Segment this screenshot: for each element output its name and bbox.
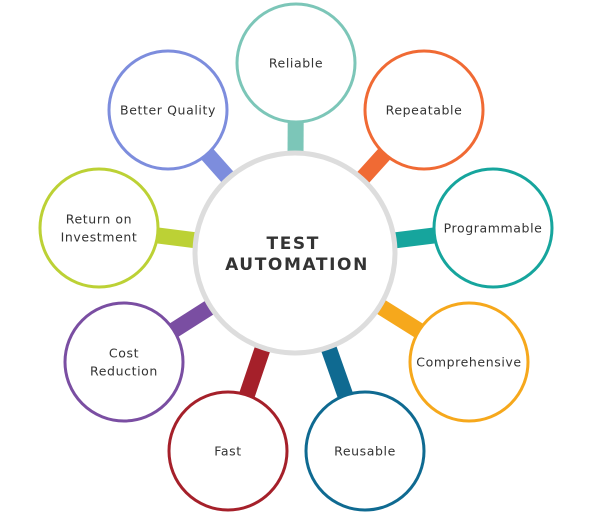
node-label-repeatable: Repeatable	[386, 103, 463, 118]
connector-cost-reduction	[166, 297, 219, 340]
connector-repeatable	[353, 145, 394, 188]
connector-return-on-investment	[152, 227, 201, 249]
node-circle-programmable	[432, 167, 554, 289]
connector-comprehensive	[372, 297, 427, 340]
node-label-line: Better Quality	[120, 103, 216, 118]
node-circle-cost-reduction	[63, 301, 185, 423]
node-label-fast: Fast	[214, 444, 242, 459]
node-label-comprehensive: Comprehensive	[416, 355, 521, 370]
node-programmable: Programmable	[432, 167, 554, 289]
node-label-line: Fast	[214, 444, 242, 459]
node-label-line: Reduction	[90, 364, 158, 379]
node-label-line: Repeatable	[386, 103, 463, 118]
center-circle	[192, 150, 398, 356]
connector-reusable	[319, 340, 355, 402]
node-return-on-investment: Return on Investment	[38, 167, 160, 289]
node-label-line: Investment	[61, 230, 138, 245]
node-label-programmable: Programmable	[444, 221, 543, 236]
node-reusable: Reusable	[304, 390, 426, 512]
benefit-nodes: ReliableRepeatableProgrammableComprehens…	[38, 2, 554, 512]
node-label-reusable: Reusable	[334, 444, 396, 459]
node-circle-reusable	[304, 390, 426, 512]
node-label-line: Comprehensive	[416, 355, 521, 370]
node-label-line: Cost	[109, 346, 139, 361]
center-title-line1: TEST	[267, 234, 320, 254]
center-title: TEST AUTOMATION	[225, 234, 369, 275]
node-label-line: Reusable	[334, 444, 396, 459]
node-comprehensive: Comprehensive	[408, 301, 530, 423]
center-hub: TEST AUTOMATION	[192, 150, 398, 356]
node-label-line: Programmable	[444, 221, 543, 236]
node-repeatable: Repeatable	[363, 49, 485, 171]
node-circle-return-on-investment	[38, 167, 160, 289]
connector-fast	[238, 341, 272, 402]
node-label-reliable: Reliable	[269, 56, 323, 71]
node-circle-fast	[167, 390, 289, 512]
connectors	[152, 117, 440, 402]
node-label-return-on-investment: Return on Investment	[61, 212, 138, 245]
node-circle-reliable	[235, 2, 357, 124]
center-title-line2: AUTOMATION	[225, 255, 369, 275]
node-reliable: Reliable	[235, 2, 357, 124]
node-better-quality: Better Quality	[107, 49, 229, 171]
connector-programmable	[389, 226, 440, 249]
node-fast: Fast	[167, 390, 289, 512]
node-circle-better-quality	[107, 49, 229, 171]
node-label-line: Return on	[66, 212, 132, 227]
node-label-line: Reliable	[269, 56, 323, 71]
node-circle-comprehensive	[408, 301, 530, 423]
node-circle-repeatable	[363, 49, 485, 171]
connector-better-quality	[198, 145, 238, 187]
node-label-better-quality: Better Quality	[120, 103, 216, 118]
